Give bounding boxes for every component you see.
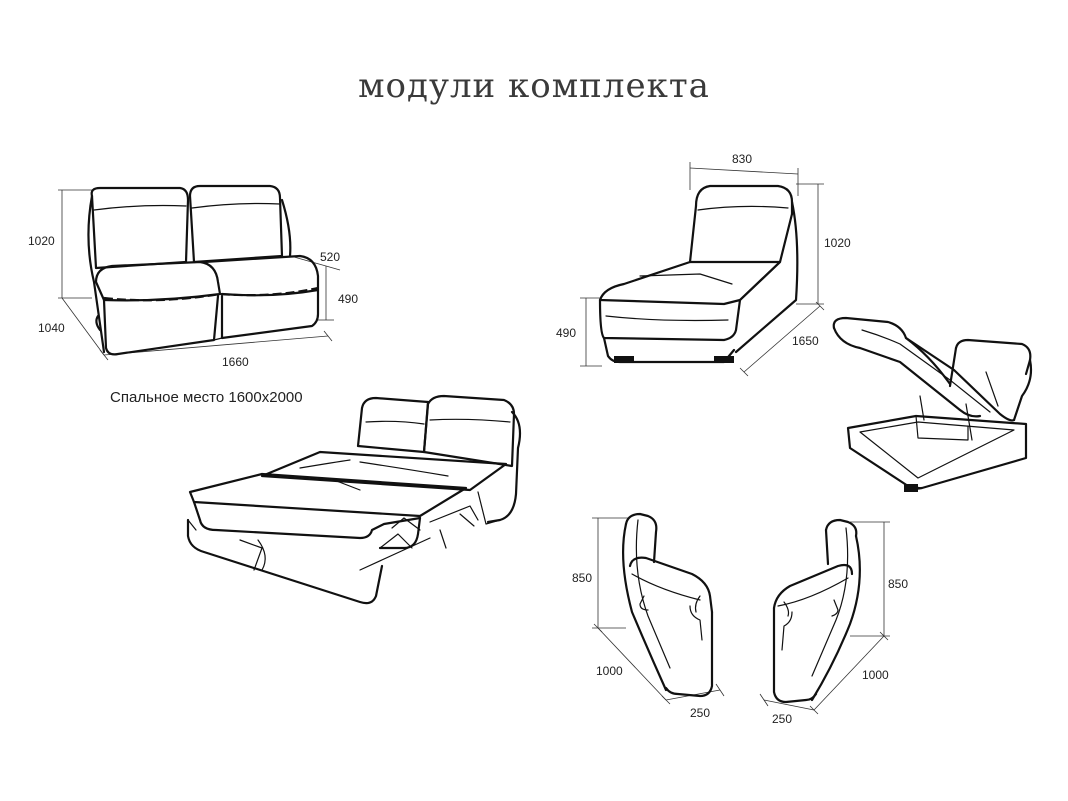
armrest-right-depth-label: 1000 — [862, 668, 889, 682]
armrest-right-height-label: 850 — [888, 577, 909, 591]
sofa-dimension-lines — [58, 189, 341, 361]
armrest-left-width-label: 250 — [690, 706, 711, 720]
sofa-height-label: 1020 — [28, 234, 55, 248]
chaise-width-label: 830 — [732, 152, 753, 166]
sofa-module-drawing — [58, 184, 341, 361]
chaise-module-drawing — [580, 162, 825, 377]
sofa-bed-drawing — [186, 394, 522, 605]
armrest-right-dimension-lines — [759, 521, 890, 715]
sleeping-place-caption: Спальное место 1600х2000 — [110, 389, 303, 406]
chaise-height-label: 1020 — [824, 236, 851, 250]
armrest-left-drawing — [592, 512, 725, 705]
chaise-storage-drawing — [832, 316, 1033, 492]
armrest-left-height-label: 850 — [572, 571, 593, 585]
sofa-depth-label: 1040 — [38, 321, 65, 335]
sofa-width-label: 1660 — [222, 355, 249, 369]
chaise-dimension-lines — [580, 162, 825, 377]
page-title: модули комплекта — [358, 66, 710, 106]
armrest-right-drawing — [759, 518, 890, 715]
armrest-right-width-label: 250 — [772, 712, 793, 726]
chaise-length-label: 1650 — [792, 334, 819, 348]
sofa-seat-height-label: 490 — [338, 292, 359, 306]
armrest-left-depth-label: 1000 — [596, 664, 623, 678]
sofa-seat-depth-label: 520 — [320, 250, 341, 264]
chaise-seat-height-label: 490 — [556, 326, 577, 340]
